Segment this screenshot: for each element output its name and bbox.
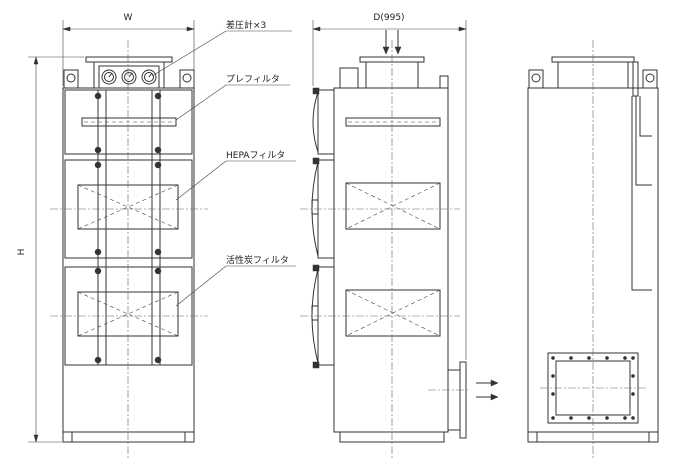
differential-pressure-gauges: [98, 65, 160, 89]
front-view: [50, 40, 208, 458]
rear-lug-right: [642, 69, 658, 89]
side-lug: [439, 75, 449, 89]
side-outlet: [447, 361, 467, 439]
front-door-strips: [97, 89, 161, 366]
width-label: W: [124, 13, 133, 23]
callout-gauges-label: 差圧計×3: [226, 19, 266, 31]
inlet-arrows: [382, 30, 402, 55]
callout-carbon: 活性炭フィルタ: [175, 254, 296, 307]
callout-prefilter-label: プレフィルタ: [226, 74, 280, 85]
lifting-lug-right: [179, 69, 195, 89]
side-carbon: [345, 289, 441, 337]
depth-dimension: D(995): [312, 13, 467, 360]
lifting-lug-left: [63, 69, 79, 89]
rear-view: [527, 40, 659, 458]
prefilter-element: [81, 117, 177, 127]
rear-pressure-tubing: [631, 61, 652, 291]
callout-hepa-label: HEPAフィルタ: [226, 150, 285, 161]
callout-carbon-label: 活性炭フィルタ: [226, 254, 289, 266]
callout-gauges: 差圧計×3: [151, 19, 292, 77]
front-base: [62, 431, 195, 443]
side-prefilter: [345, 117, 441, 127]
prefilter-section: [64, 89, 193, 155]
front-clamp-knobs: [94, 92, 162, 364]
side-view: [300, 30, 499, 458]
front-top-flange: [85, 56, 173, 63]
width-dimension: W: [62, 13, 195, 86]
side-doors: [311, 87, 335, 369]
side-gauge-box: [339, 67, 359, 89]
callout-hepa: HEPAフィルタ: [175, 150, 296, 201]
side-hepa: [345, 182, 441, 230]
front-body: [62, 87, 195, 433]
height-label: H: [17, 249, 27, 256]
depth-label: D(995): [373, 13, 404, 23]
side-body: [333, 87, 449, 433]
height-dimension: H: [17, 56, 84, 443]
outlet-arrows: [476, 379, 499, 401]
rear-lug-left: [528, 69, 544, 89]
callout-prefilter: プレフィルタ: [175, 74, 290, 121]
